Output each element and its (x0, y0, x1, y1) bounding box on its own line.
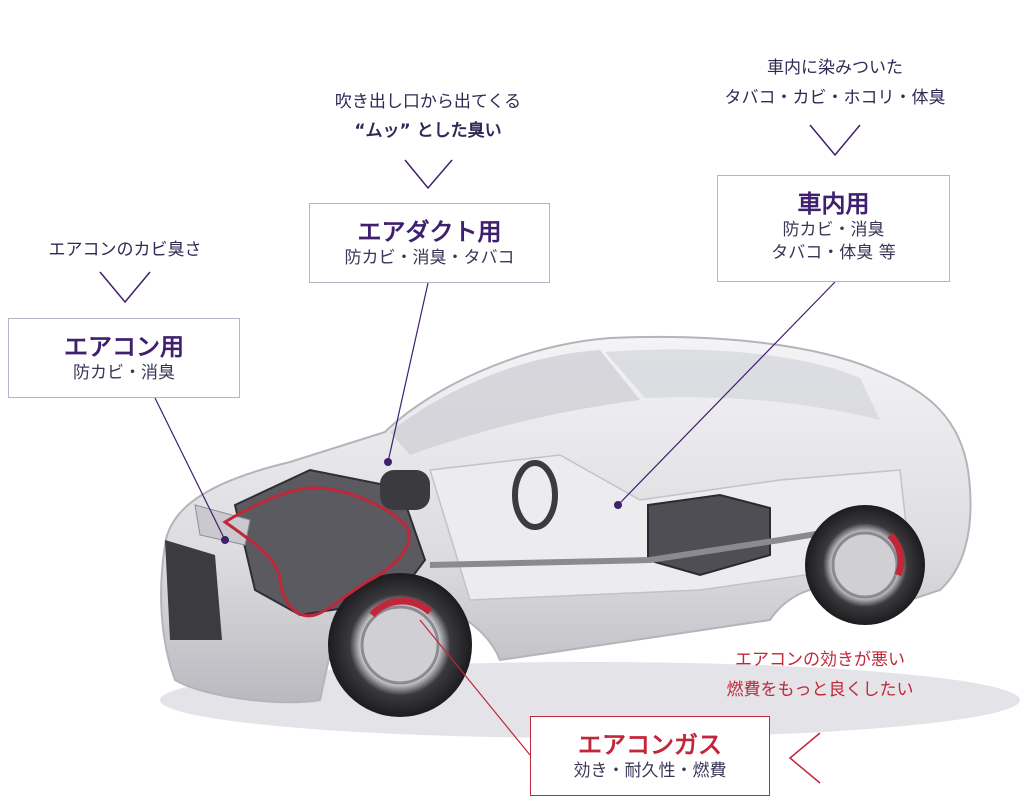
leader-duct (387, 282, 429, 463)
rear-brake-caliper (887, 532, 905, 577)
interior-sub-line2: タバコ・体臭 等 (771, 242, 896, 263)
duct-caption-line1: 吹き出し口から出てくる (334, 92, 522, 112)
duct-sub: 防カビ・消臭・タバコ (344, 248, 515, 268)
interior-title: 車内用 (797, 190, 870, 218)
car-side-window (605, 349, 880, 420)
aircon-sub: 防カビ・消臭 (73, 363, 175, 383)
interior-box: 車内用 防カビ・消臭 タバコ・体臭 等 (717, 175, 950, 282)
leader-aircon (154, 397, 226, 541)
gas-title: エアコンガス (578, 731, 722, 759)
chevron-duct-icon (404, 159, 453, 190)
chevron-interior-icon (809, 124, 861, 157)
gas-caption-line1: エアコンの効きが悪い (735, 650, 905, 670)
marker-duct (384, 458, 392, 466)
headlight (194, 504, 251, 546)
duct-housing (380, 470, 430, 510)
aircon-box: エアコン用 防カビ・消臭 (8, 318, 240, 398)
interior-sub-line1: 防カビ・消臭 (782, 220, 885, 240)
front-grille (165, 540, 222, 640)
rear-rim (831, 531, 899, 599)
marker-interior (614, 501, 622, 509)
chevron-aircon-icon (99, 271, 151, 304)
duct-caption-line2: “ムッ” とした臭い (354, 121, 502, 141)
ac-system-outline (222, 486, 411, 618)
leader-interior (617, 281, 836, 506)
aircon-title: エアコン用 (64, 333, 184, 361)
interior-caption-line2: タバコ・カビ・ホコリ・体臭 (724, 88, 946, 108)
aircon-caption: エアコンのカビ臭さ (48, 240, 202, 260)
front-brake-caliper (369, 597, 433, 618)
duct-box: エアダクト用 防カビ・消臭・タバコ (309, 203, 550, 283)
gas-box: エアコンガス 効き・耐久性・燃費 (530, 716, 770, 796)
steering-wheel (512, 460, 558, 530)
marker-aircon (221, 536, 229, 544)
interior-caption-line1: 車内に染みついた (767, 58, 903, 78)
chevron-gas-icon (788, 732, 821, 784)
front-rim (360, 605, 440, 685)
leader-gas (419, 619, 531, 756)
gas-sub: 効き・耐久性・燃費 (573, 761, 727, 781)
duct-title: エアダクト用 (357, 218, 502, 246)
gas-caption-line2: 燃費をもっと良くしたい (726, 680, 914, 700)
car-windshield (390, 350, 640, 455)
